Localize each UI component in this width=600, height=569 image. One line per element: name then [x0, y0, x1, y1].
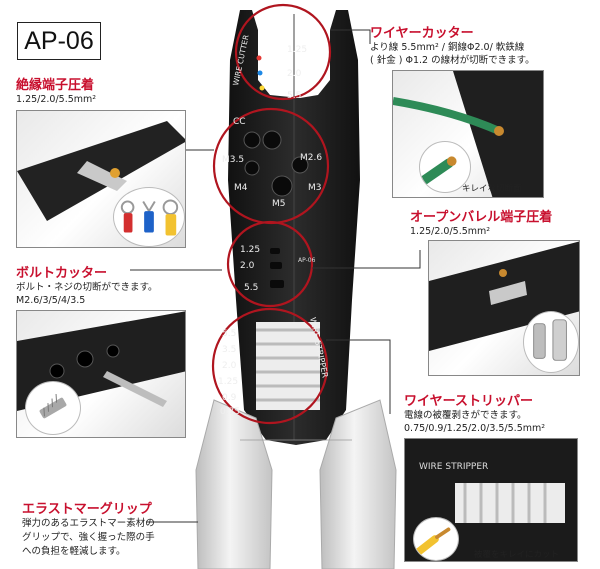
bolt-label-5: M5: [272, 199, 286, 209]
stripped-wire-inset: [413, 517, 459, 561]
crimp-size-2: 2.0: [240, 261, 255, 271]
wire-stripper-title: ワイヤーストリッパー: [404, 394, 533, 409]
strip-size-6: 0.75: [220, 407, 240, 417]
open-barrel-photo: [428, 240, 580, 376]
strip-size-3: 2.0: [222, 361, 237, 371]
strip-size-4: 1.25: [218, 377, 238, 387]
open-barrel-spec: 1.25/2.0/5.5mm²: [410, 226, 491, 237]
bolt-label-2: M2.6: [300, 153, 322, 163]
cut-bolt-inset: [25, 381, 81, 435]
insulated-crimp-photo: [16, 110, 186, 248]
strip-size-2: 3.5: [222, 345, 236, 355]
stripper-jaws: [256, 322, 320, 410]
brand-marking: AP-06: [298, 257, 316, 264]
callout-stripper: [211, 307, 329, 425]
color-dot-yellow: [259, 85, 265, 91]
bolt-hole: [291, 156, 309, 174]
top-size-3: 5.5: [287, 91, 301, 101]
bolt-hole: [243, 131, 261, 149]
left-grip: [195, 399, 273, 569]
wire-stripper-desc: 電線の被覆剥きができます。: [404, 410, 527, 421]
elastomer-grip-desc-2: グリップで、強く握った際の手: [22, 532, 155, 543]
wire-stripper-spec: 0.75/0.9/1.25/2.0/3.5/5.5mm²: [404, 423, 546, 434]
model-label: AP-06: [17, 22, 101, 60]
bolt-hole: [262, 130, 282, 150]
top-size-2: 2.0: [287, 69, 302, 79]
elastomer-grip-desc-1: 弾力のあるエラストマー素材の: [22, 518, 155, 529]
connector-wire-cutter: [330, 29, 371, 44]
crimp-notch: [270, 248, 280, 254]
bolt-cutter-desc: ボルト・ネジの切断ができます。: [16, 282, 158, 293]
bolt-hole: [271, 175, 293, 197]
wire-stripper-photo: WIRE STRIPPER: [404, 438, 578, 562]
insulated-crimp-title: 絶縁端子圧着: [16, 78, 95, 93]
elastomer-grip-desc-3: への負担を軽減します。: [22, 546, 126, 557]
strip-size-1: 5.5: [222, 329, 236, 339]
color-dot-blue: [257, 70, 263, 76]
bolt-cutter-spec: M2.6/3/5/4/3.5: [16, 295, 86, 306]
crimp-tool-closeup: [17, 121, 185, 221]
strip-size-5: 0.9: [222, 393, 237, 403]
crimp-size-3: 5.5: [244, 283, 258, 293]
color-dot-red: [256, 55, 262, 61]
crimp-notch: [270, 280, 284, 288]
bolt-label-4: M3: [308, 183, 322, 193]
open-barrel-terminals-inset: [523, 311, 579, 373]
bolt-cutter-title: ボルトカッター: [16, 266, 108, 281]
callout-crimp: [226, 220, 314, 308]
elastomer-grip-title: エラストマーグリップ: [22, 502, 152, 517]
bolt-label-3: M4: [234, 183, 248, 193]
bolt-hole: [244, 160, 260, 176]
wire-cutter-caption: キレイな切断面: [462, 184, 522, 194]
bolt-cutter-photo: [16, 310, 186, 438]
wire-cutter-desc-1: より線 5.5mm² / 銅線Φ2.0/ 軟鉄線: [370, 42, 525, 53]
wire-cutter-photo: [392, 70, 544, 198]
right-grip: [319, 399, 397, 569]
wire-cutter-desc-2: ( 針金 ) Φ1.2 の線材が切断できます。: [370, 55, 535, 66]
crimp-size-1: 1.25: [240, 245, 260, 255]
bolt-label-1: M3.5: [222, 155, 244, 165]
insulated-crimp-spec: 1.25/2.0/5.5mm²: [16, 94, 97, 105]
callout-wire-cutter: [234, 3, 332, 101]
insulated-terminals-inset: [113, 187, 185, 247]
stripper-photo-label: WIRE STRIPPER: [419, 462, 488, 472]
open-barrel-title: オープンバレル端子圧着: [410, 210, 553, 225]
connector-open-barrel: [312, 250, 421, 269]
clean-cut-inset: [419, 141, 471, 193]
cc-label: CC: [233, 117, 246, 127]
top-size-1: 1.25: [287, 45, 307, 55]
connector-stripper: [326, 339, 391, 414]
open-barrel-closeup: [429, 241, 579, 351]
wire-cutter-title: ワイヤーカッター: [370, 26, 474, 41]
crimp-notch: [270, 262, 282, 269]
wire-cutter-closeup: [393, 71, 543, 197]
wire-stripper-caption: 被覆をキレイにカット: [474, 550, 560, 560]
